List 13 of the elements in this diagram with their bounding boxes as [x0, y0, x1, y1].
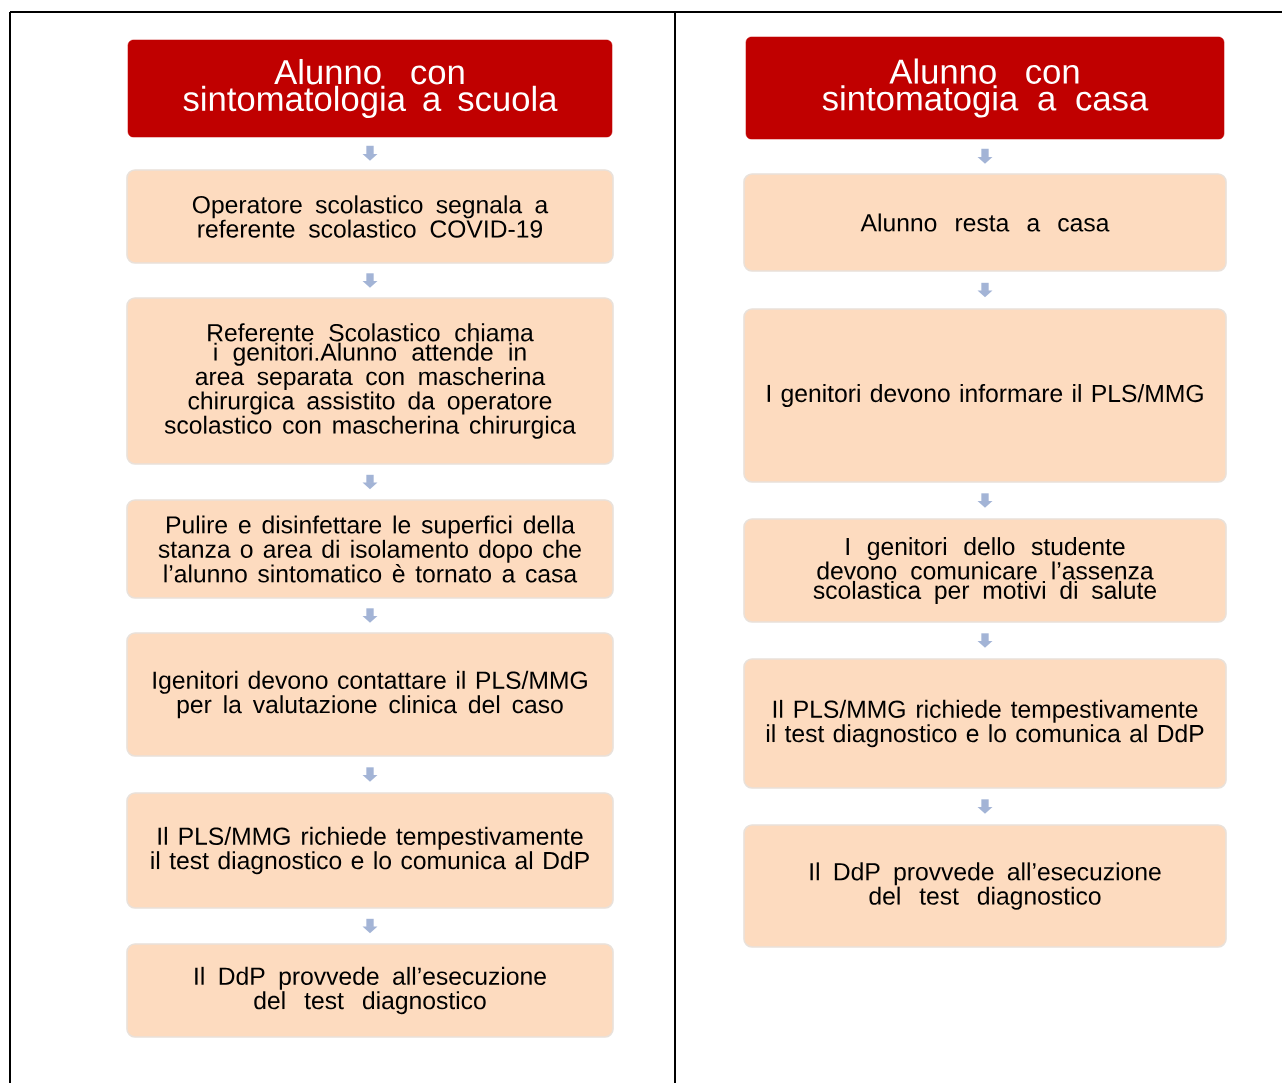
step-box: Igenitori devono contattare il PLS/MMG per la valutazione clinica del caso	[126, 632, 614, 757]
step-box: Il DdP provvede all’esecuzione del test diagnostico	[743, 824, 1227, 948]
step-box: I genitori dello studente devono comunicare l’assenza scolastica per motivi di salute	[743, 518, 1227, 623]
step-box: Il PLS/MMG richiede tempestivamente il test diagnostico e lo comunica al DdP	[743, 658, 1227, 789]
step-box: I genitori devono informare il PLS/MMG	[743, 308, 1227, 483]
header-box: Alunno con sintomatogia a casa	[745, 36, 1225, 140]
step-box: Referente Scolastico chiama i genitori.Alunno attende in area separata con mascherina chirurgica assistito da operatore scolastico con mascherina chirurgica	[126, 297, 614, 465]
step-box: Pulire e disinfettare le superfici della stanza o area di isolamento dopo che l’alunno sintomatico è tornato a casa	[126, 499, 614, 599]
step-box: Il DdP provvede all’esecuzione del test diagnostico	[126, 943, 614, 1038]
step-box: Operatore scolastico segnala a referente scolastico COVID-19	[126, 169, 614, 264]
step-box: Alunno resta a casa	[743, 173, 1227, 272]
step-box: Il PLS/MMG richiede tempestivamente il test diagnostico e lo comunica al DdP	[126, 792, 614, 909]
header-box: Alunno con sintomatologia a scuola	[127, 39, 613, 138]
